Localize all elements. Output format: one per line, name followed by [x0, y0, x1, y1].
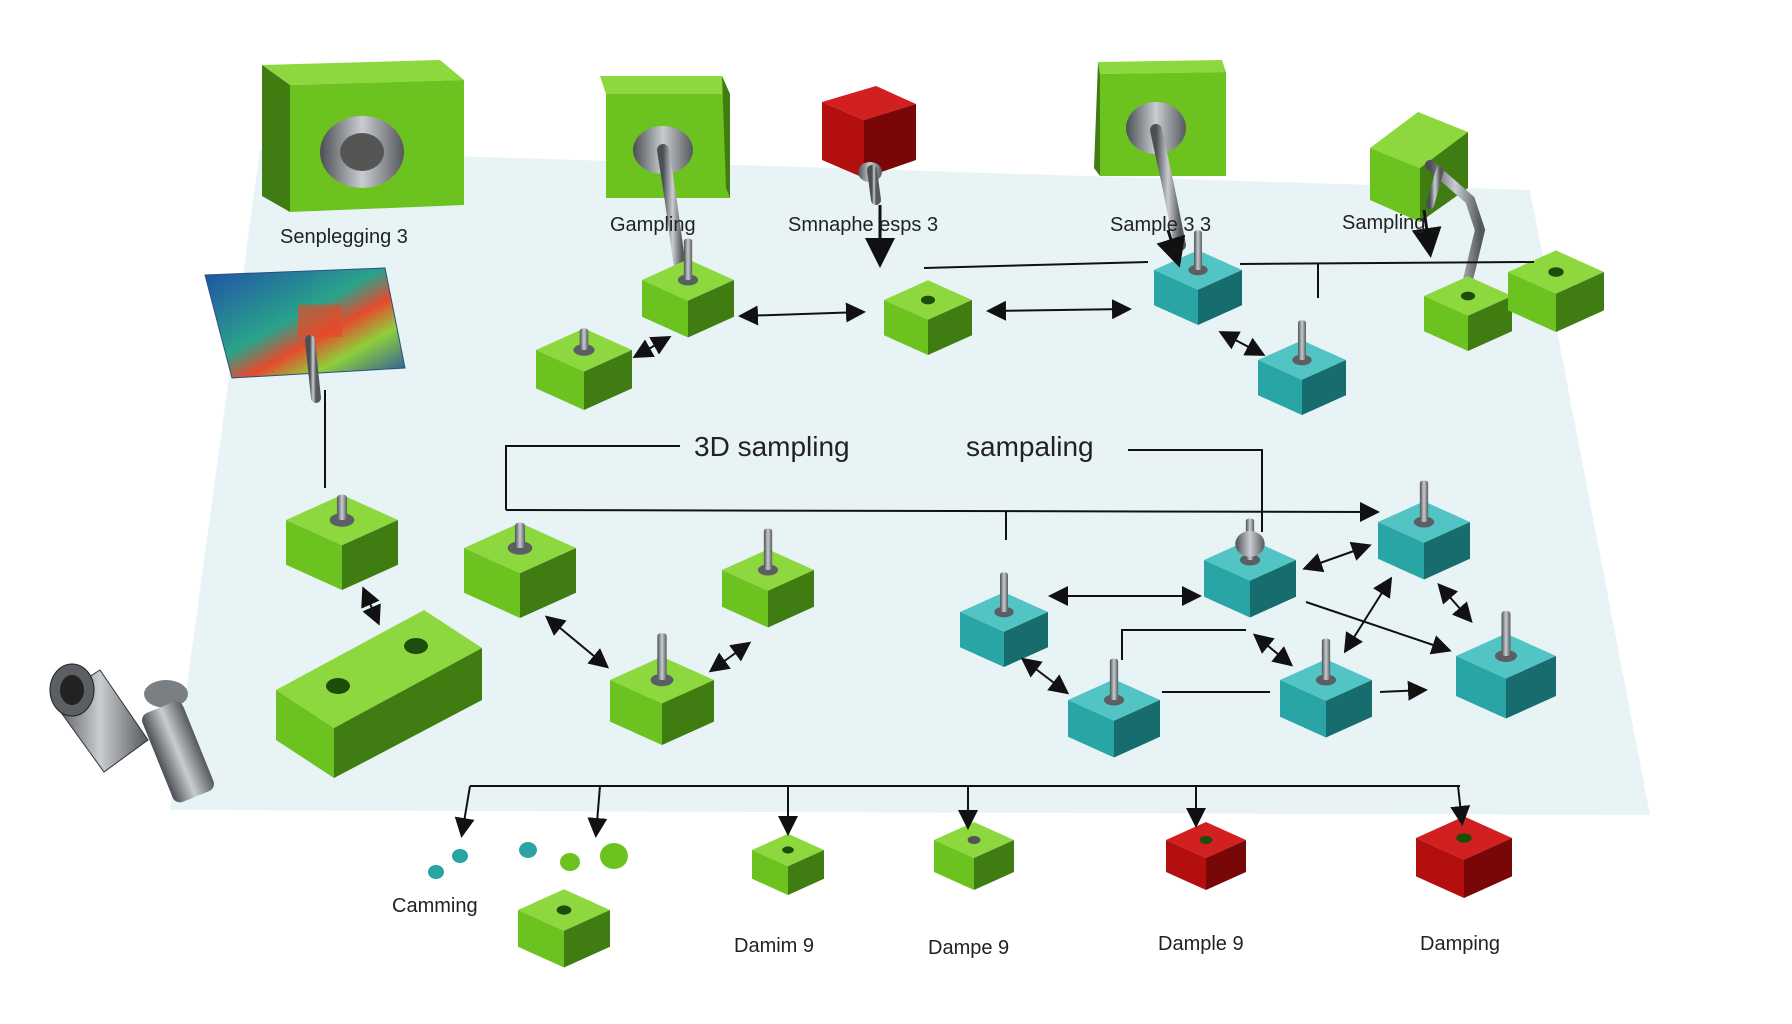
label-bottom-4: Dample 9 [1158, 933, 1244, 955]
cube-left-c [722, 528, 814, 628]
label-top-3: Smnaphe esps 3 [788, 214, 938, 236]
cube-right-e [1280, 638, 1372, 738]
cube-right-b [1204, 518, 1296, 618]
cube-group [276, 230, 1604, 968]
big-green-box-1 [262, 60, 464, 212]
label-bottom-2: Damim 9 [734, 935, 814, 957]
colored-dots [428, 842, 628, 879]
big-green-box-2 [600, 76, 730, 198]
cube-bottom-a [518, 889, 610, 968]
labels: Senplegging 3 Gampling Smnaphe esps 3 Sa… [280, 212, 1500, 959]
cube-right-f [1456, 611, 1556, 719]
heatmap-panel [204, 267, 406, 379]
label-bottom-5: Damping [1420, 933, 1500, 955]
camera-device [49, 663, 214, 803]
cube-top-e [1258, 320, 1346, 415]
green-slab [276, 610, 482, 778]
cube-bottom-b [752, 833, 824, 895]
label-bottom-3: Dampe 9 [928, 937, 1009, 959]
robot-arms [305, 124, 1486, 403]
label-center-right: sampaling [966, 431, 1094, 462]
cube-top-f [1424, 276, 1512, 351]
cube-left-d [610, 633, 714, 745]
label-top-5: Sampling [1342, 212, 1425, 234]
cube-bottom-c [934, 822, 1014, 890]
cube-top-a [642, 238, 734, 338]
cube-bottom-d [1166, 822, 1246, 890]
cube-bottom-e [1416, 816, 1512, 898]
cube-top-b [536, 328, 632, 410]
label-bottom-1: Camming [392, 895, 478, 917]
cube-top-c [884, 280, 972, 355]
label-top-1: Senplegging 3 [280, 226, 408, 248]
cube-left-b [464, 522, 576, 618]
cube-right-c [1378, 480, 1470, 580]
cube-right-d [1068, 658, 1160, 758]
connectors [324, 205, 1535, 838]
label-top-2: Gampling [610, 214, 696, 236]
cube-right-a [960, 572, 1048, 667]
label-top-4: Sample 3 3 [1110, 214, 1211, 236]
cube-left-a [286, 494, 398, 590]
label-center-left: 3D sampling [694, 431, 850, 462]
